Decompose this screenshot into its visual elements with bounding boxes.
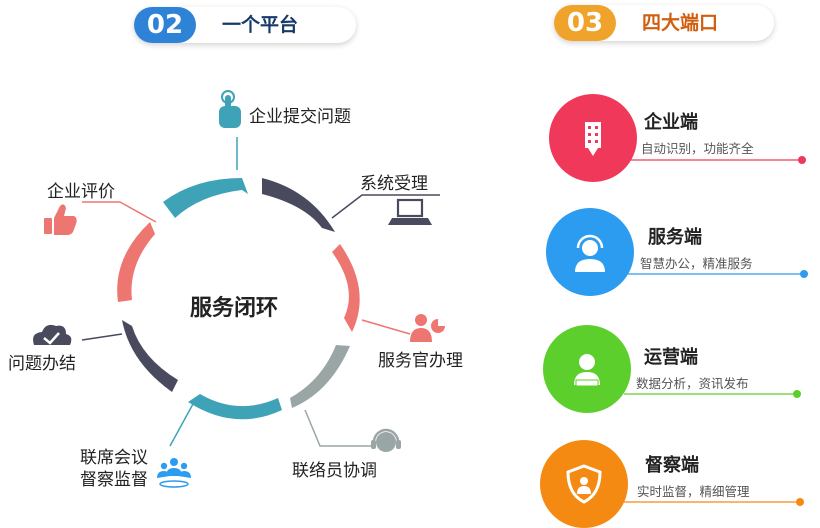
port-card-service bbox=[546, 208, 808, 296]
port-title: 服务端 bbox=[648, 227, 702, 248]
cycle-step-label: 服务官办理 bbox=[378, 351, 463, 371]
section-number: 03 bbox=[554, 5, 616, 41]
arc-segment-accept bbox=[262, 178, 335, 232]
port-subtitle: 实时监督，精细管理 bbox=[637, 484, 750, 499]
arc-segment-resolve bbox=[122, 320, 178, 392]
cycle-step-label: 企业评价 bbox=[47, 182, 115, 202]
section-header-platform: 02 一个平台 bbox=[134, 7, 356, 43]
headset-person-icon bbox=[575, 234, 605, 272]
laptop-icon bbox=[388, 198, 432, 225]
port-title: 企业端 bbox=[644, 112, 698, 133]
port-subtitle: 自动识别，功能齐全 bbox=[641, 141, 754, 156]
port-card-supervision bbox=[540, 440, 804, 528]
arc-segment-handle bbox=[332, 244, 360, 332]
arc-segment-meeting bbox=[188, 394, 282, 420]
port-title: 运营端 bbox=[644, 347, 698, 368]
group-icon bbox=[157, 458, 191, 488]
cycle-step-label: 联席会议 bbox=[80, 448, 148, 468]
connector-line bbox=[331, 194, 440, 219]
port-title: 督察端 bbox=[645, 455, 699, 476]
section-title: 一个平台 bbox=[222, 14, 299, 36]
section-title: 四大端口 bbox=[642, 12, 719, 34]
connector-line bbox=[361, 319, 411, 335]
headset-icon bbox=[371, 428, 401, 452]
cycle-step-label: 企业提交问题 bbox=[249, 107, 351, 127]
cycle-center-label: 服务闭环 bbox=[190, 296, 279, 321]
thumbs-up-icon bbox=[44, 204, 77, 235]
cycle-step-label: 联络员协调 bbox=[292, 461, 377, 481]
port-card-enterprise bbox=[549, 94, 806, 182]
operator-icon bbox=[574, 354, 600, 387]
cycle-step-label: 督察监督 bbox=[80, 470, 148, 490]
cycle-step-label: 问题办结 bbox=[8, 354, 76, 374]
arc-segment-submit bbox=[163, 178, 248, 218]
port-subtitle: 智慧办公，精准服务 bbox=[640, 256, 753, 271]
port-subtitle: 数据分析，资讯发布 bbox=[636, 376, 749, 391]
section-number: 02 bbox=[134, 7, 196, 43]
port-card-operations bbox=[543, 325, 801, 413]
hand-tap-icon bbox=[219, 90, 241, 128]
arc-segment-coordinate bbox=[290, 345, 350, 408]
cycle-step-label: 系统受理 bbox=[360, 174, 428, 194]
shield-person-icon bbox=[566, 464, 602, 504]
cloud-check-icon bbox=[33, 324, 72, 345]
section-header-ports: 03 四大端口 bbox=[554, 5, 774, 41]
arc-segment-evaluate bbox=[117, 222, 155, 302]
connector-line bbox=[82, 201, 157, 223]
people-chart-icon bbox=[410, 314, 445, 342]
connector-line bbox=[81, 333, 123, 341]
connector-line bbox=[304, 409, 375, 447]
connector-line bbox=[169, 403, 194, 447]
building-icon bbox=[585, 122, 601, 156]
